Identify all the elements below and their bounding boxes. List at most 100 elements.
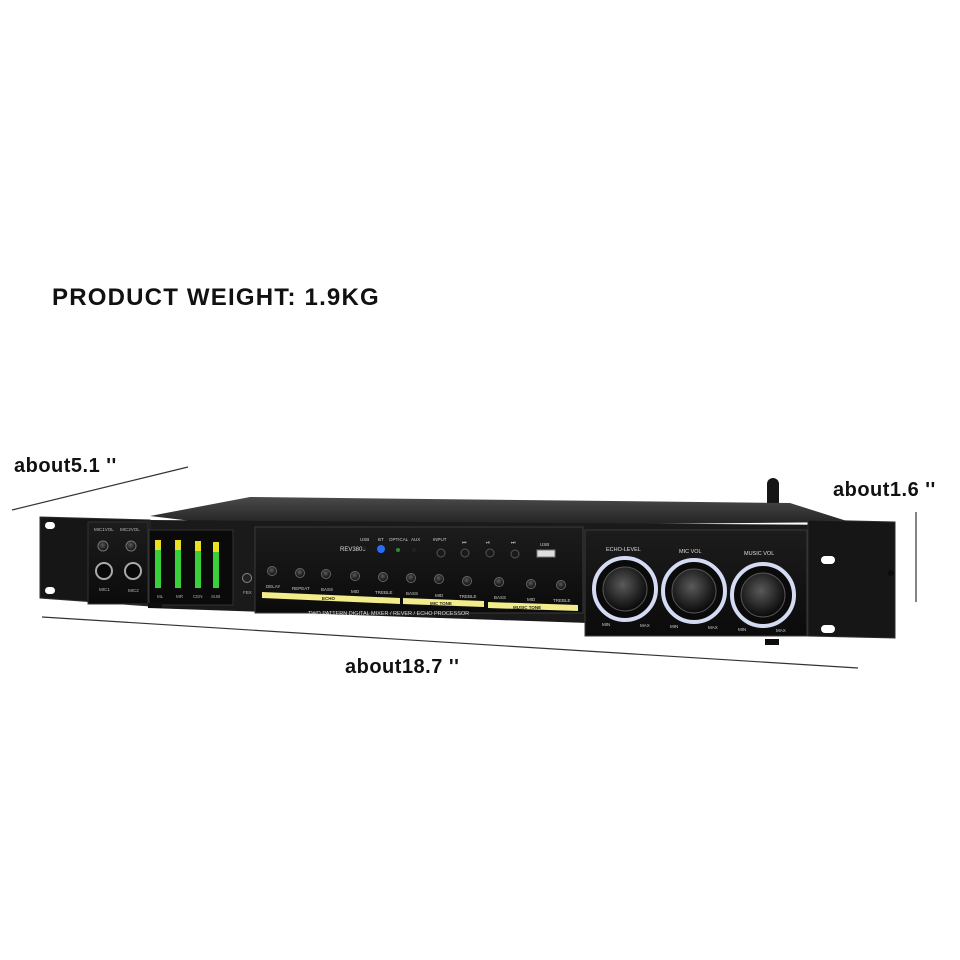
knob-label-repeat: REPEAT bbox=[292, 586, 310, 591]
music-vol-min: MIN bbox=[738, 627, 746, 632]
mic2vol-label: MIC2VOL bbox=[120, 527, 140, 532]
usb-port-label: USB bbox=[540, 542, 549, 547]
mic-vol-knob[interactable] bbox=[671, 568, 717, 614]
depth-dimension-line bbox=[11, 466, 189, 511]
chassis-top bbox=[150, 497, 850, 528]
mic2-label: MIC2 bbox=[128, 588, 139, 593]
knob-label-echo-treble: TREBLE bbox=[375, 590, 393, 595]
knob-mic-mid[interactable] bbox=[434, 574, 444, 584]
model-name: REV3800 bbox=[340, 547, 366, 553]
fbx-label: FBX bbox=[243, 590, 252, 595]
knob-label-music-treble: TREBLE bbox=[553, 598, 571, 603]
knob-label-delay: DELAY bbox=[266, 584, 280, 589]
play-pause-button[interactable] bbox=[485, 548, 495, 558]
aux-led bbox=[412, 548, 416, 552]
height-dimension-label: about1.6 '' bbox=[833, 479, 936, 501]
level-meters bbox=[155, 540, 219, 588]
source-usb-label: USB bbox=[360, 537, 369, 542]
width-dimension-line bbox=[41, 616, 859, 669]
small-knobs bbox=[267, 566, 566, 590]
next-label: ⏭ bbox=[511, 540, 516, 546]
mic-tone-group-label: MIC TONE bbox=[430, 601, 452, 606]
knob-echo-treble[interactable] bbox=[378, 572, 388, 582]
mic1-label: MIC1 bbox=[99, 587, 110, 592]
source-aux-label: AUX bbox=[411, 537, 420, 542]
meter-ml bbox=[155, 540, 161, 588]
product-weight-headline: PRODUCT WEIGHT: 1.9KG bbox=[52, 284, 380, 311]
echo-label-strip bbox=[262, 592, 400, 604]
meter-sub-peak bbox=[213, 542, 219, 552]
rack-ear-right bbox=[807, 519, 896, 639]
mic-vol-max: MAX bbox=[708, 625, 718, 630]
source-optical-label: OPTICAL bbox=[389, 537, 409, 542]
mic2-vol-knob[interactable] bbox=[125, 540, 137, 552]
fbx-button[interactable] bbox=[242, 573, 252, 583]
mic-tone-label-strip bbox=[403, 598, 484, 607]
processor-caption: TWO PATTERN DIGITAL MIXER / REVER / ECHO… bbox=[308, 611, 469, 617]
next-button[interactable] bbox=[510, 549, 520, 559]
width-dimension-label: about18.7 '' bbox=[345, 656, 460, 678]
input-label: INPUT bbox=[433, 537, 447, 542]
mic1-jack[interactable] bbox=[95, 562, 113, 580]
meter-mr bbox=[175, 540, 181, 588]
play-pause-label: ⏯ bbox=[486, 540, 490, 546]
knob-mic-bass[interactable] bbox=[406, 573, 416, 583]
echo-level-min: MIN bbox=[602, 622, 610, 627]
mic-vol-min: MIN bbox=[670, 624, 678, 629]
knob-label-music-bass: BASS bbox=[494, 595, 506, 600]
knob-label-mic-bass: BASS bbox=[406, 591, 418, 596]
knob-music-mid[interactable] bbox=[526, 579, 536, 589]
mic-panel bbox=[87, 521, 149, 605]
knob-echo-bass[interactable] bbox=[321, 569, 331, 579]
knob-label-mic-treble: TREBLE bbox=[459, 594, 477, 599]
music-tone-group-label: MUSIC TONE bbox=[513, 605, 541, 610]
usb-port[interactable] bbox=[536, 549, 556, 558]
rack-ear-right-hole-bottom bbox=[821, 625, 835, 633]
meter-mr-peak bbox=[175, 540, 181, 550]
mic2-jack[interactable] bbox=[124, 562, 142, 580]
music-vol-label: MUSIC VOL bbox=[744, 551, 774, 557]
knob-music-treble[interactable] bbox=[556, 580, 566, 590]
meter-label-sub: SUB bbox=[211, 594, 220, 599]
usb-led bbox=[362, 546, 366, 550]
music-vol-knob[interactable] bbox=[740, 572, 786, 618]
knob-delay[interactable] bbox=[267, 566, 277, 576]
mic-vol-label: MIC VOL bbox=[679, 549, 702, 555]
music-tone-label-strip bbox=[488, 602, 578, 611]
knob-label-echo-mid: MID bbox=[351, 589, 360, 594]
knob-label-echo-bass: BASS bbox=[321, 587, 333, 592]
knob-music-bass[interactable] bbox=[494, 577, 504, 587]
prev-button[interactable] bbox=[460, 548, 470, 558]
foot-right bbox=[765, 639, 779, 645]
meter-cen bbox=[195, 541, 201, 588]
foot-left bbox=[148, 603, 162, 608]
source-bt-label: BT bbox=[378, 537, 384, 542]
optical-led bbox=[396, 548, 400, 552]
knob-label-music-mid: MID bbox=[527, 597, 536, 602]
knob-repeat[interactable] bbox=[295, 568, 305, 578]
echo-group-label: ECHO bbox=[322, 596, 336, 601]
echo-level-max: MAX bbox=[640, 623, 650, 628]
input-button[interactable] bbox=[436, 548, 446, 558]
knob-mic-treble[interactable] bbox=[462, 576, 472, 586]
music-vol-max: MAX bbox=[776, 628, 786, 633]
echo-level-label: ECHO-LEVEL bbox=[606, 547, 641, 553]
meter-cen-peak bbox=[195, 541, 201, 551]
bt-led bbox=[377, 545, 385, 553]
rack-ear-left-hole-top bbox=[45, 522, 55, 529]
meter-sub bbox=[213, 542, 219, 588]
meter-label-mr: MR bbox=[176, 594, 184, 599]
meter-ml-peak bbox=[155, 540, 161, 550]
echo-level-knob[interactable] bbox=[602, 566, 648, 612]
mic1vol-label: MIC1VOL bbox=[94, 527, 114, 532]
rack-ear-right-hole-top bbox=[821, 556, 835, 564]
depth-dimension-label: about5.1 '' bbox=[14, 455, 117, 477]
meter-label-cen: CEN bbox=[193, 594, 203, 599]
mic1-vol-knob[interactable] bbox=[97, 540, 109, 552]
meter-label-ml: ML bbox=[157, 594, 164, 599]
knob-echo-mid[interactable] bbox=[350, 571, 360, 581]
rack-ear-left-hole-bottom bbox=[45, 587, 55, 594]
prev-label: ⏮ bbox=[462, 540, 467, 546]
rear-screw bbox=[888, 570, 894, 576]
